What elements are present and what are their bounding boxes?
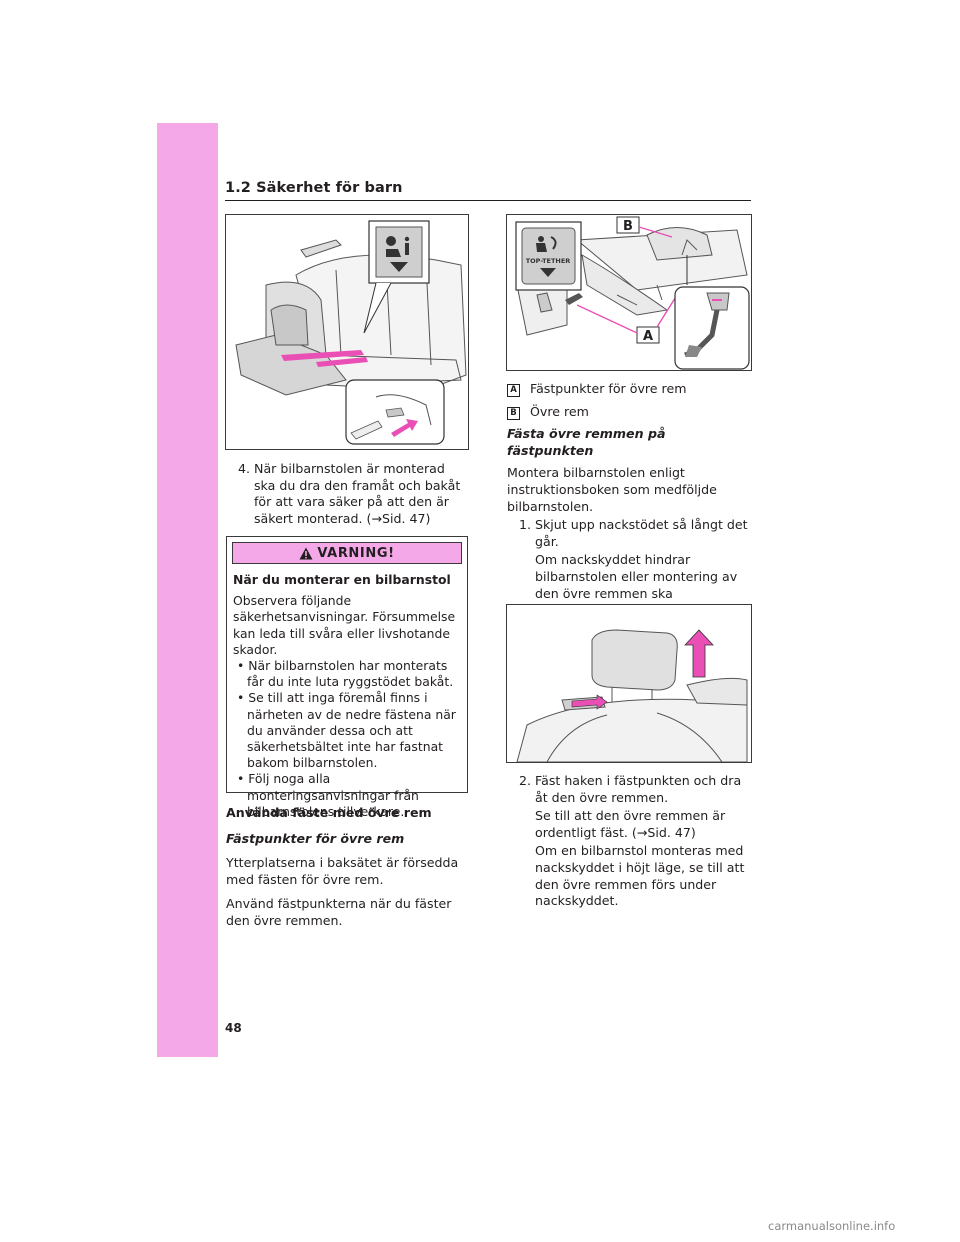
badge-top-tether-text: TOP-TETHER: [526, 257, 571, 265]
warning-bullet: • Följ noga alla monteringsanvisningar f…: [237, 771, 419, 819]
paragraph-install-intro: Montera bilbarnstolen enligt instruktion…: [507, 465, 717, 514]
warning-title: VARNING!: [317, 545, 395, 561]
step-4: 4. När bilbarnstolen är monterad ska du …: [238, 461, 461, 526]
heading-attach-tether: Fästa övre remmen på fästpunkten: [507, 426, 666, 458]
warning-triangle-icon: [299, 547, 313, 559]
warning-intro: Observera följande säkerhetsanvisningar.…: [233, 593, 456, 657]
figure-headrest-raise: [506, 604, 752, 763]
warning-bullet: • När bilbarnstolen har monterats får du…: [237, 658, 454, 690]
legend-key-a: A: [507, 384, 520, 397]
warning-heading: När du monterar en bilbarnstol: [233, 572, 451, 587]
legend-key-b: B: [507, 406, 520, 420]
step-1: 1. Skjut upp nackstödet så långt det går…: [519, 517, 748, 549]
callout-b: B: [623, 219, 633, 234]
paragraph-outer-seats: Ytterplatserna i baksätet är försedda me…: [226, 855, 459, 887]
watermark: carmanualsonline.info: [768, 1219, 896, 1233]
step-2: 2. Fäst haken i fästpunkten och dra åt d…: [519, 773, 742, 805]
warning-box: VARNING! När du monterar en bilbarnstol …: [226, 536, 468, 819]
paragraph-use-anchors: Använd fästpunkterna när du fäster den ö…: [226, 896, 452, 928]
callout-a: A: [643, 329, 653, 344]
step-2-note-2: Om en bilbarnstol monteras med nackskydd…: [535, 843, 745, 909]
warning-header: VARNING!: [232, 542, 462, 564]
left-column-lower: Använda fäste med övre rem Fästpunkter f…: [226, 805, 470, 930]
left-column: 4. När bilbarnstolen är monterad ska du …: [226, 461, 468, 527]
section-divider: [225, 200, 751, 202]
figure-top-tether: TOP-TETHER B A: [506, 214, 752, 371]
section-title: 1.2 Säkerhet för barn: [225, 180, 403, 196]
heading-top-tether: Använda fäste med övre rem: [226, 805, 432, 820]
figure-lower-anchors: [225, 214, 469, 450]
page-number: 48: [225, 1021, 242, 1035]
heading-anchor-points: Fästpunkter för övre rem: [226, 830, 405, 846]
warning-bullet: • Se till att inga föremål finns i närhe…: [237, 690, 456, 771]
step-2-note-1: Se till att den övre remmen är ordentlig…: [535, 808, 726, 840]
right-column-lower: 2. Fäst haken i fästpunkten och dra åt d…: [507, 773, 753, 910]
